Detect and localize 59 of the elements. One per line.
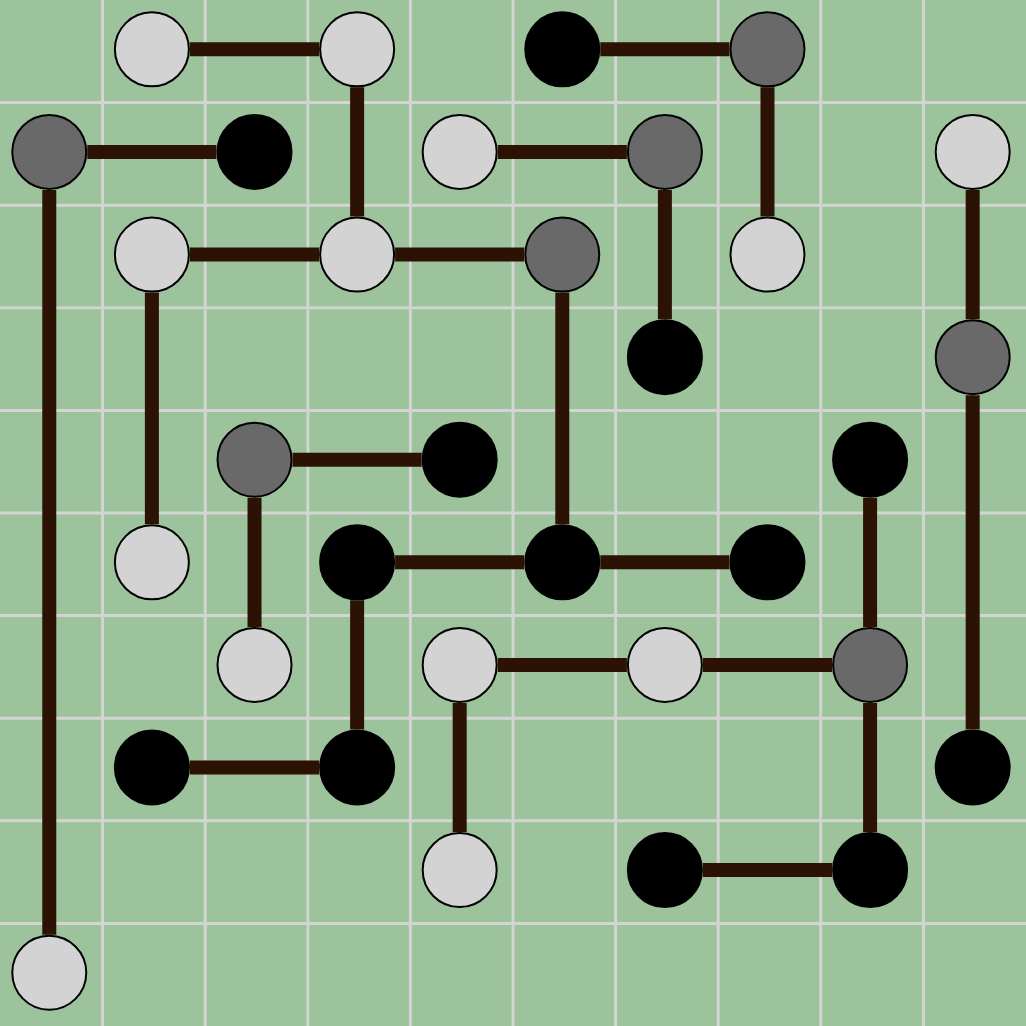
circle-node — [319, 11, 396, 88]
circle-node — [626, 113, 703, 190]
circle-node — [421, 421, 498, 498]
circle-node — [934, 113, 1011, 190]
circle-node — [626, 832, 703, 909]
circle-node — [626, 319, 703, 396]
circle-node — [216, 421, 293, 498]
connector-bar — [497, 657, 627, 672]
circle-node — [113, 524, 190, 601]
circle-node — [11, 113, 88, 190]
circle-node — [216, 626, 293, 703]
circle-node — [729, 524, 806, 601]
circle-node — [626, 626, 703, 703]
connector-bar — [350, 600, 365, 730]
circle-node — [832, 421, 909, 498]
connector-bar — [189, 760, 320, 775]
circle-node — [934, 319, 1011, 396]
connector-bar — [863, 702, 878, 833]
circle-node — [319, 524, 396, 601]
circle-node — [113, 216, 190, 293]
circle-node — [113, 11, 190, 88]
circle-node — [421, 832, 498, 909]
connector-bar — [189, 42, 320, 57]
circle-node — [729, 11, 806, 88]
connector-bar — [863, 497, 878, 627]
connector-bar — [965, 189, 980, 320]
circle-node — [319, 729, 396, 806]
circle-node — [421, 626, 498, 703]
circle-node — [832, 626, 909, 703]
connector-bar — [144, 292, 159, 525]
connector-bar — [600, 42, 730, 57]
connector-bar — [760, 87, 775, 217]
connector-bar — [42, 189, 57, 935]
connector-bar — [555, 292, 570, 525]
circle-node — [524, 216, 601, 293]
circle-node — [216, 113, 293, 190]
circle-node — [319, 216, 396, 293]
circle-node — [729, 216, 806, 293]
circle-node — [113, 729, 190, 806]
connector-bar — [702, 657, 833, 672]
connector-bar — [87, 144, 217, 159]
circle-node — [934, 729, 1011, 806]
connector-bar — [702, 863, 833, 878]
connector-bar — [395, 247, 525, 262]
connector-bar — [965, 395, 980, 730]
connector-bar — [395, 555, 525, 570]
circle-node — [421, 113, 498, 190]
connector-bar — [657, 189, 672, 320]
connector-bar — [600, 555, 730, 570]
circle-node — [524, 11, 601, 88]
circle-node — [11, 934, 88, 1011]
connector-bar — [189, 247, 320, 262]
connector-bar — [292, 452, 422, 467]
connector-bar — [350, 87, 365, 217]
connector-bar — [497, 144, 627, 159]
circle-node — [524, 524, 601, 601]
connector-bar — [247, 497, 262, 627]
circle-node — [832, 832, 909, 909]
connector-bar — [452, 702, 467, 833]
